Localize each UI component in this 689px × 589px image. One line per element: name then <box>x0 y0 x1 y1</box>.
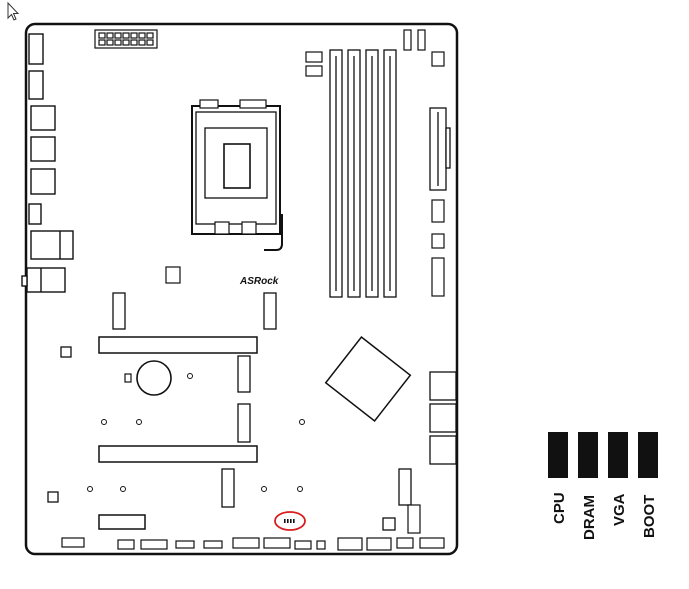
led-label-vga: VGA <box>611 493 628 526</box>
bottom-headers <box>61 504 445 551</box>
pcie-slots <box>98 336 258 530</box>
led-boot <box>638 432 658 478</box>
cmos-battery <box>136 360 172 396</box>
brand-label: ASRock <box>239 276 279 287</box>
cpu-socket <box>191 99 283 251</box>
led-cpu <box>548 432 568 478</box>
led-label-dram: DRAM <box>581 495 598 540</box>
debug-led-highlight <box>274 511 306 531</box>
led-label-boot: BOOT <box>641 495 658 538</box>
dimm-slots <box>329 49 397 298</box>
m2-slots <box>112 292 412 508</box>
mounting-holes <box>87 373 305 492</box>
cpu-power-connector <box>94 29 158 49</box>
rear-io-ports <box>21 33 74 293</box>
sata-ports <box>429 371 457 465</box>
led-indicators <box>548 432 658 478</box>
mouse-pointer-icon <box>7 1 20 21</box>
small-components <box>47 346 396 531</box>
led-label-cpu: CPU <box>551 492 568 524</box>
fan-header-center <box>165 266 181 284</box>
right-side-headers <box>431 199 445 297</box>
led-dram <box>578 432 598 478</box>
debug-led-chip <box>284 519 295 523</box>
led-vga <box>608 432 628 478</box>
chipset <box>324 336 412 422</box>
fan-headers-top <box>305 29 445 77</box>
atx-power-connector <box>429 107 451 191</box>
